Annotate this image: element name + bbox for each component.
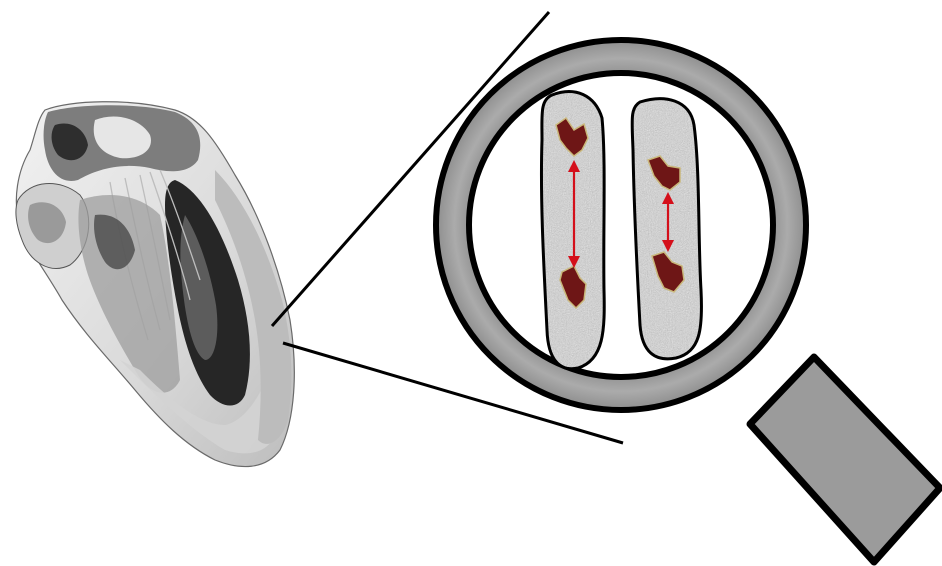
heart-illustration <box>16 102 294 467</box>
magnifier-lens <box>469 73 773 377</box>
magnifier-handle <box>750 357 940 562</box>
